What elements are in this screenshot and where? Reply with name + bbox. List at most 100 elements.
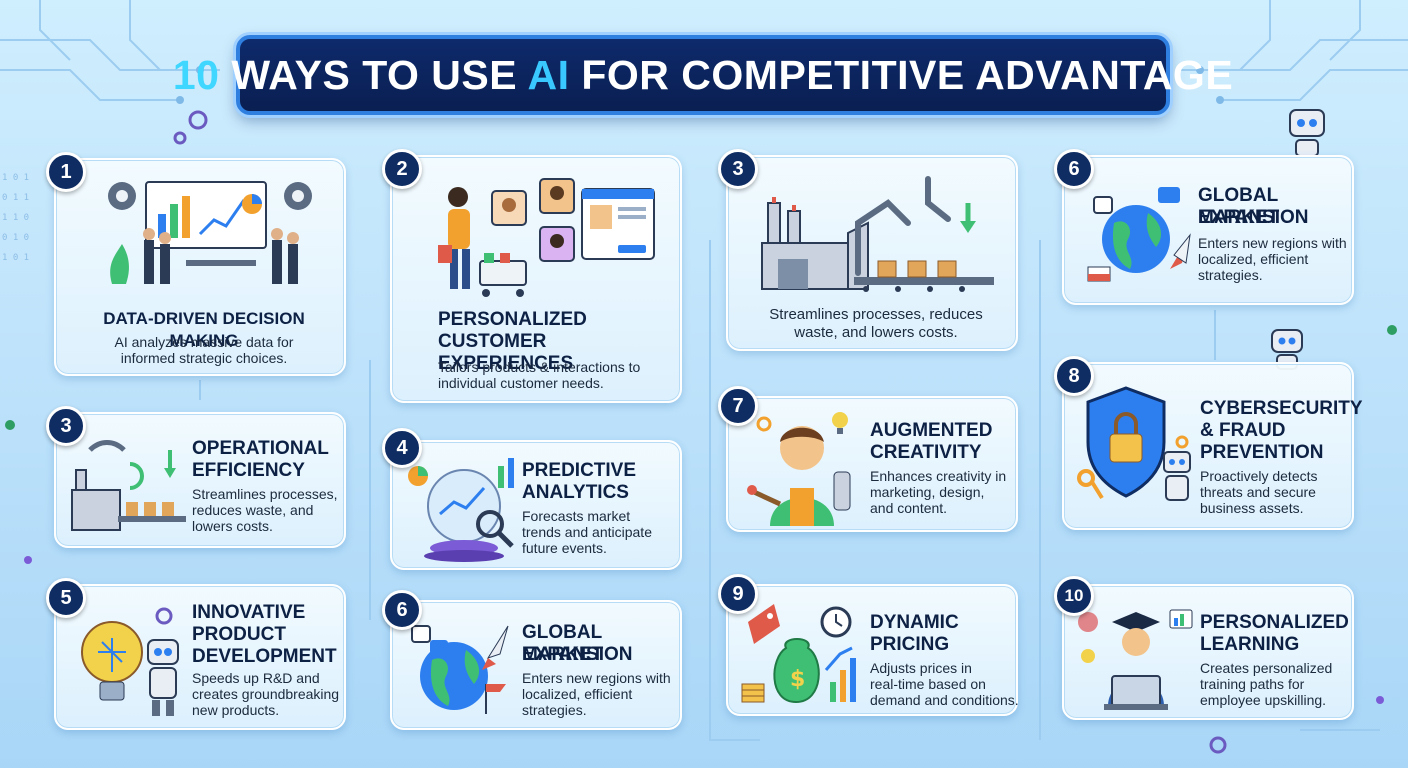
- step-badge: 8: [1054, 356, 1094, 396]
- card-description: Enhances creativity in: [870, 468, 1007, 484]
- card-description: Enters new regions with: [522, 670, 671, 686]
- card-predictive-analytics: 4 PREDICTIVE ANALYTICS Forecasts market …: [382, 428, 682, 570]
- card-title: PRICING: [870, 634, 950, 655]
- card-title: ANALYTICS: [522, 482, 629, 503]
- card-description: AI analyzes massive data for: [114, 334, 294, 350]
- card-title: DYNAMIC: [870, 612, 959, 633]
- card-title: PREDICTIVE: [522, 460, 637, 481]
- card-title: AUGMENTED: [870, 420, 993, 441]
- card-description: new products.: [192, 702, 280, 718]
- card-title: CUSTOMER EXPERIENCES: [438, 331, 574, 374]
- step-badge: 4: [382, 428, 422, 468]
- svg-text:0 1 0: 0 1 0: [2, 233, 29, 243]
- step-badge: 1: [46, 152, 86, 192]
- card-description: employee upskilling.: [1200, 692, 1327, 708]
- card-description: informed strategic choices.: [120, 350, 288, 366]
- page-title: 10 WAYS TO USE AI FOR COMPETITIVE ADVANT…: [172, 51, 1234, 98]
- crystal-ball-icon: [408, 458, 514, 562]
- card-data-driven-decision: 1 DATA-DRIVEN DECISION MAKING AI analyze…: [46, 152, 346, 376]
- card-title: INNOVATIVE: [192, 602, 306, 623]
- card-description: individual customer needs.: [438, 375, 604, 391]
- step-badge: 6: [1054, 149, 1094, 189]
- globe-rocket-icon: [411, 625, 509, 714]
- card-description: Adjusts prices in: [870, 660, 972, 676]
- card-title: EXPANSION: [522, 644, 633, 665]
- card-global-market: 6 GLOBAL MARKET EXPANSION Enters new reg…: [382, 590, 682, 730]
- card-description: localized, efficient: [522, 686, 633, 702]
- step-badge: 2: [382, 149, 422, 189]
- card-description: training paths for: [1200, 676, 1305, 692]
- card-title: GLOBAL MARKET: [1198, 185, 1280, 228]
- card-title: CREATIVITY: [870, 442, 982, 463]
- card-title: GLOBAL MARKET: [522, 622, 604, 665]
- card-description: localized, efficient: [1198, 251, 1309, 267]
- svg-text:0 1 1: 0 1 1: [2, 193, 29, 203]
- step-badge: 9: [718, 574, 758, 614]
- card-description: waste, and lowers costs.: [794, 324, 958, 341]
- robot-icon: [1289, 109, 1325, 157]
- card-description: future events.: [522, 540, 607, 556]
- card-title: & FRAUD: [1200, 420, 1286, 441]
- card-title: PREVENTION: [1200, 442, 1324, 463]
- card-description: Speeds up R&D and: [192, 670, 320, 686]
- painter-robot-hand-icon: [747, 412, 851, 526]
- card-title: PERSONALIZED: [438, 309, 587, 330]
- card-description: creates groundbreaking: [192, 686, 340, 702]
- factory-robot-arm-icon: [761, 176, 994, 292]
- card-global-market-top: 6 GLOBAL MARKET EXPANSION Enters new reg…: [1054, 149, 1354, 305]
- card-description: marketing, design,: [870, 484, 985, 500]
- card-title: PERSONALIZED: [1200, 612, 1349, 633]
- step-badge: 3: [718, 149, 758, 189]
- svg-text:1 1 0: 1 1 0: [2, 213, 29, 223]
- graduate-laptop-icon: [1078, 609, 1193, 710]
- card-title: DEVELOPMENT: [192, 646, 337, 667]
- step-badge: 3: [46, 406, 86, 446]
- card-operational-efficiency: 3 OPERATIONAL EFFICIENCY Streamlines pro…: [46, 406, 346, 548]
- card-dynamic-pricing: $ 9 DYNAMIC PRICING Adjusts prices in re…: [718, 574, 1019, 716]
- card-cybersecurity: 8 CYBERSECURITY & FRAUD PREVENTION Proac…: [1054, 356, 1363, 530]
- svg-text:$: $: [790, 667, 805, 692]
- card-description: Streamlines processes, reduces: [769, 306, 983, 323]
- step-badge: 5: [46, 578, 86, 618]
- card-description: strategies.: [1198, 267, 1263, 283]
- card-description: threats and secure: [1200, 484, 1316, 500]
- card-description: Proactively detects: [1200, 468, 1318, 484]
- card-title: PRODUCT: [192, 624, 286, 645]
- factory-conveyor-icon: [71, 440, 186, 531]
- card-title: EXPANSION: [1198, 207, 1309, 228]
- card-personalized-customer: 2 PERSONALIZED CUSTOMER EXPERIENCES Tail…: [382, 149, 682, 403]
- card-description: Tailors products & interactions to: [438, 359, 641, 375]
- step-badge: 10: [1054, 576, 1094, 616]
- business-team-dashboard-icon: [108, 181, 312, 284]
- card-description: Creates personalized: [1200, 660, 1333, 676]
- card-augmented-creativity: 7 AUGMENTED CREATIVITY Enhances creativi…: [718, 386, 1018, 532]
- svg-text:1 0 1: 1 0 1: [2, 253, 29, 263]
- card-description: business assets.: [1200, 500, 1304, 516]
- card-personalized-learning: 10 PERSONALIZED LEARNING Creates persona…: [1054, 576, 1354, 720]
- card-description: demand and conditions.: [870, 692, 1019, 708]
- card-description: real-time based on: [870, 676, 986, 692]
- card-description: Streamlines processes,: [192, 486, 338, 502]
- card-description: reduces waste, and: [192, 502, 314, 518]
- card-description: Enters new regions with: [1198, 235, 1347, 251]
- lightbulb-robot-icon: [81, 607, 179, 716]
- svg-text:1 0 1: 1 0 1: [2, 173, 29, 183]
- shield-lock-icon: [1077, 386, 1191, 501]
- card-description: Forecasts market: [522, 508, 631, 524]
- card-innovative-product: 5 INNOVATIVE PRODUCT DEVELOPMENT Speeds …: [46, 578, 346, 730]
- card-description: lowers costs.: [192, 518, 273, 534]
- card-title: LEARNING: [1200, 634, 1300, 655]
- step-badge: 7: [718, 386, 758, 426]
- card-title: EFFICIENCY: [192, 460, 305, 481]
- globe-rocket-icon: [1087, 187, 1191, 282]
- card-operational-efficiency-top: 3 Streamlines processes, reduces waste, …: [718, 149, 1018, 351]
- money-bag-clock-icon: $: [741, 604, 856, 704]
- step-badge: 6: [382, 590, 422, 630]
- card-description: trends and anticipate: [522, 524, 652, 540]
- card-description: and content.: [870, 500, 948, 516]
- shopper-profiles-icon: [438, 178, 655, 297]
- card-description: strategies.: [522, 702, 587, 718]
- card-title: OPERATIONAL: [192, 438, 329, 459]
- card-title: CYBERSECURITY: [1200, 398, 1363, 419]
